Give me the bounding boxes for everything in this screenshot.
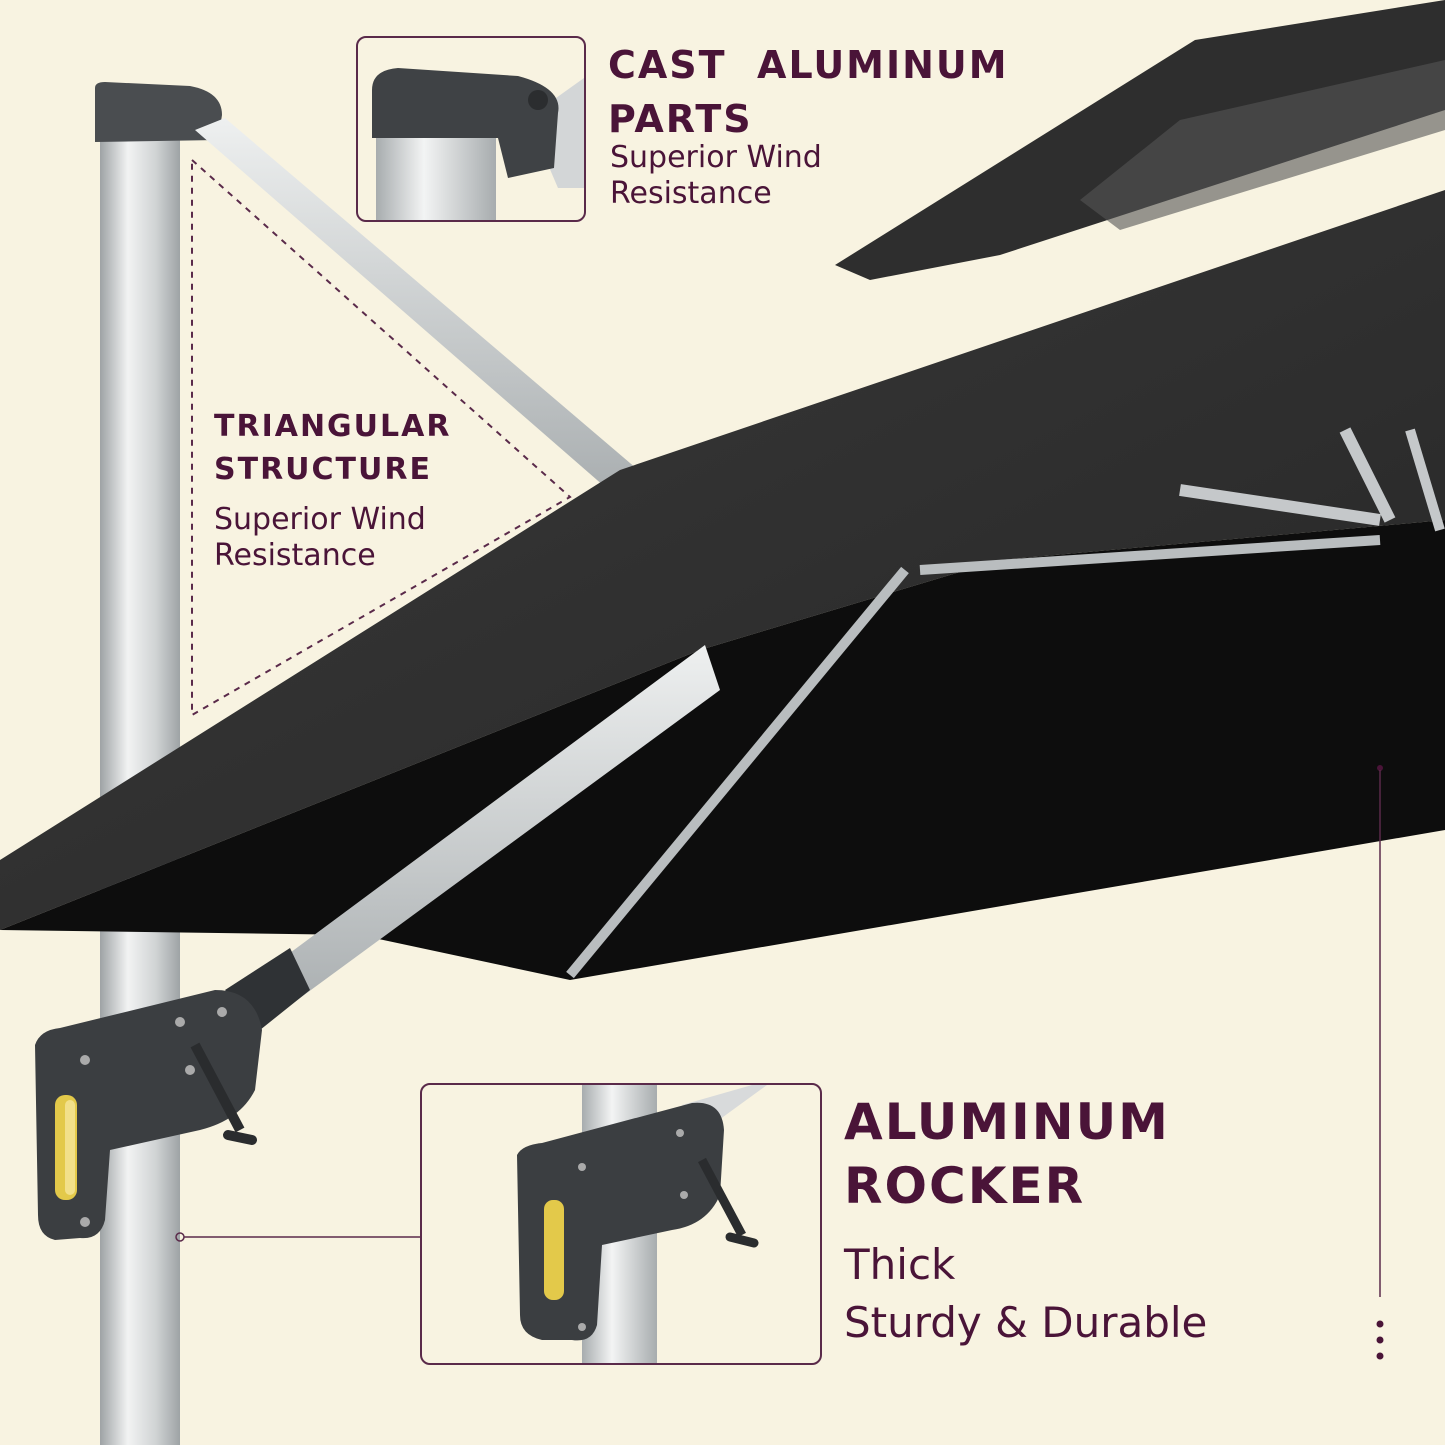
pole-cap — [95, 82, 222, 142]
triangle-outline — [191, 157, 572, 717]
rocker-subtitle-line2: Sturdy & Durable — [844, 1298, 1208, 1347]
canopy-underside — [0, 520, 1445, 980]
cast-aluminum-title: CAST ALUMINUM PARTS — [608, 38, 1009, 146]
rocker-title-line1: ALUMINUM — [844, 1093, 1170, 1151]
crank-handle — [190, 1042, 245, 1133]
triangular-subtitle: Superior Wind Resistance — [214, 502, 426, 574]
crank-housing — [35, 990, 262, 1240]
triangular-title-line1: TRIANGULAR — [214, 409, 452, 444]
canopy-vent — [835, 0, 1445, 280]
upper-arm — [195, 118, 650, 500]
rocker-subtitle-line1: Thick — [844, 1240, 956, 1289]
canopy — [0, 190, 1445, 930]
triangular-title-line2: STRUCTURE — [214, 452, 432, 487]
triangular-subtitle-line2: Resistance — [214, 538, 376, 573]
cast-aluminum-title-line2: PARTS — [608, 97, 753, 141]
rocker-subtitle: Thick Sturdy & Durable — [844, 1236, 1207, 1352]
triangular-subtitle-line1: Superior Wind — [214, 502, 426, 537]
cast-aluminum-subtitle-line1: Superior Wind — [610, 140, 822, 175]
main-arm — [240, 645, 720, 1020]
cast-aluminum-subtitle: Superior Wind Resistance — [610, 140, 822, 212]
cast-aluminum-inset — [356, 36, 586, 222]
rocker-title-line2: ROCKER — [844, 1157, 1086, 1215]
rocker-inset — [420, 1083, 822, 1365]
cast-aluminum-subtitle-line2: Resistance — [610, 176, 772, 211]
triangular-title: TRIANGULAR STRUCTURE — [214, 405, 451, 491]
rocker-title: ALUMINUM ROCKER — [844, 1090, 1170, 1218]
cast-aluminum-title-line1: CAST ALUMINUM — [608, 43, 1009, 87]
